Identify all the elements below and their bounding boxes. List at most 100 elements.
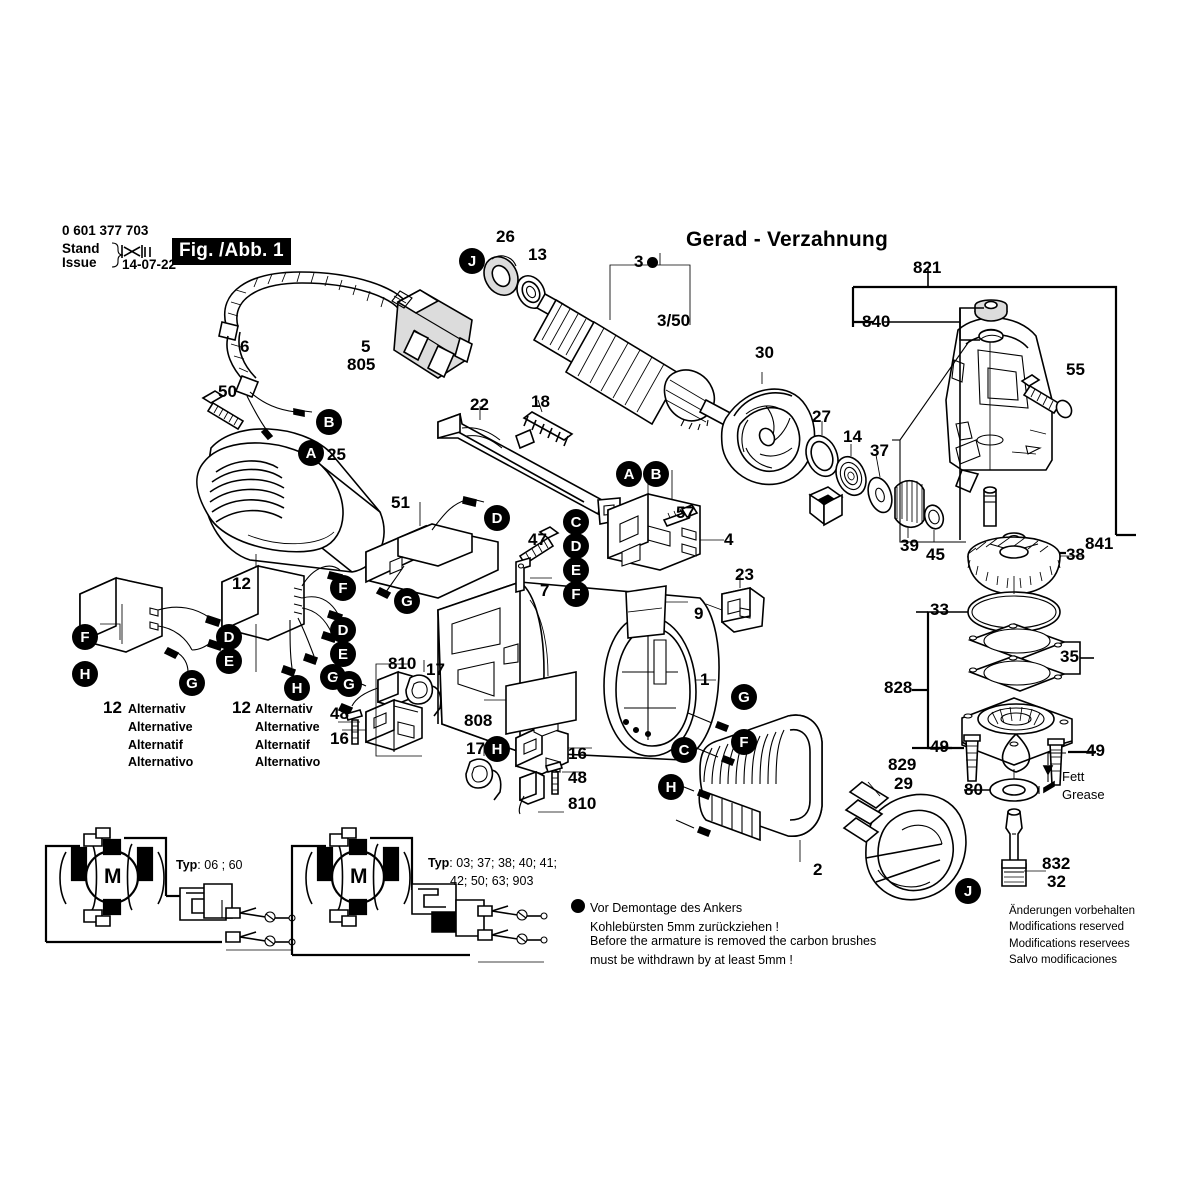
module-51: [365, 496, 499, 600]
letter-g-brush: G: [336, 671, 362, 697]
crown-gear-38: [967, 535, 1082, 595]
callout-38: 38: [1066, 545, 1085, 564]
grease-de: Fett: [1062, 769, 1085, 784]
callout-16-lower: 16: [568, 744, 587, 763]
bullet-icon: [647, 257, 659, 269]
callout-33: 33: [930, 600, 949, 619]
letter-h-left: H: [72, 661, 98, 687]
callout-2: 2: [813, 860, 823, 879]
callout-45: 45: [926, 545, 945, 564]
callout-16-upper: 16: [330, 729, 349, 748]
letter-b-cord: B: [316, 409, 342, 435]
bracket-35: [1064, 641, 1094, 675]
alt-module-left-12: [79, 576, 224, 673]
key-part: [808, 486, 844, 527]
leader-828: [912, 612, 964, 750]
callout-12-left: 12: [103, 698, 122, 717]
armature-assembly: [483, 253, 741, 431]
note-de-line-2: Kohlebürsten 5mm zurückziehen !: [590, 920, 779, 935]
callout-32: 32: [1047, 872, 1066, 891]
callout-12-mid: 12: [232, 574, 251, 593]
callout-57: 57: [676, 503, 695, 522]
note-en-line-1: Before the armature is removed the carbo…: [590, 934, 877, 948]
label-808: [484, 671, 577, 735]
letter-b-switch: B: [643, 461, 669, 487]
callout-51: 51: [391, 493, 410, 512]
alternatives-right-text: Alternativ Alternative Alternatif Altern…: [255, 701, 320, 772]
letter-d-left: D: [216, 624, 242, 650]
schematic-left: [44, 827, 296, 951]
shim-35-a: [967, 623, 1067, 660]
alt-left-line-3: Alternatif: [128, 737, 183, 752]
brush-holder-upper: [337, 660, 442, 757]
callout-5: 5: [361, 337, 371, 356]
callout-27: 27: [812, 407, 831, 426]
brush-holder-lower: [465, 711, 592, 815]
callout-25: 25: [327, 445, 346, 464]
note-de-line-1: Vor Demontage des Ankers: [590, 901, 743, 915]
callout-1: 1: [700, 670, 710, 689]
callout-3-50: 3/50: [657, 311, 691, 330]
callout-808: 808: [464, 711, 493, 730]
callout-35: 35: [1060, 647, 1079, 666]
motor-housing-1: [437, 580, 720, 761]
letter-c-field: C: [671, 737, 697, 763]
schematic-right: [290, 827, 548, 963]
field-coil-2: [698, 714, 823, 862]
callout-55: 55: [1066, 360, 1085, 379]
callout-29: 29: [894, 774, 913, 793]
screw-55: [1020, 374, 1073, 419]
disclaimer-line-3: Modifications reservees: [1009, 937, 1130, 950]
note-german: Vor Demontage des Ankers Kohlebürsten 5m…: [590, 899, 779, 938]
alternatives-left-text: Alternativ Alternative Alternatif Altern…: [128, 701, 193, 772]
letter-f-mid: F: [330, 575, 356, 601]
letter-j-top: J: [459, 248, 485, 274]
callout-37: 37: [870, 441, 889, 460]
callout-4: 4: [724, 530, 734, 549]
callout-828: 828: [884, 678, 913, 697]
alt-right-line-2: Alternative: [255, 719, 320, 734]
letter-j-bottom: J: [955, 878, 981, 904]
letter-h-brush: H: [484, 736, 510, 762]
leader-840: [884, 307, 984, 540]
letter-c-switch: C: [563, 509, 589, 535]
label-9: [625, 585, 688, 639]
letter-d-switch: D: [563, 533, 589, 559]
letter-h-field: H: [658, 774, 684, 800]
motor-label-left: M: [104, 865, 122, 888]
callout-841: 841: [1085, 534, 1114, 553]
letter-g-module: G: [394, 588, 420, 614]
typ-left-values: 06 ; 60: [204, 858, 243, 872]
issue-label: Issue: [62, 255, 97, 270]
field-leads: [673, 712, 736, 838]
letter-f-switch: F: [563, 581, 589, 607]
note-en-line-2: must be withdrawn by at least 5mm !: [590, 953, 793, 968]
disclaimer-line-4: Salvo modificaciones: [1009, 953, 1118, 966]
housing-ref-box: [892, 339, 971, 543]
callout-810-lower: 810: [568, 794, 597, 813]
callout-14: 14: [843, 427, 862, 446]
issue-date: 14-07-22: [122, 257, 177, 272]
motor-label-right: M: [350, 865, 368, 888]
callout-13: 13: [528, 245, 547, 264]
typ-right-values-1: 03; 37; 38; 40; 41;: [456, 856, 558, 870]
callout-50: 50: [218, 382, 237, 401]
switch-4: [607, 470, 724, 571]
gear-head-housing: [945, 317, 1053, 494]
callout-840: 840: [862, 312, 891, 331]
disclaimer-line-1: Änderungen vorbehalten: [1009, 905, 1135, 917]
letter-f-left: F: [72, 624, 98, 650]
callout-39: 39: [900, 536, 919, 555]
flange-828: [961, 697, 1073, 773]
washer-37: [867, 454, 893, 514]
callout-821: 821: [913, 258, 942, 277]
typ-right-values-2: 42; 50; 63; 903: [450, 873, 534, 888]
alt-left-line-2: Alternative: [128, 719, 193, 734]
callout-9: 9: [694, 604, 704, 623]
alt-right-line-3: Alternatif: [255, 737, 310, 752]
screw-57: [662, 504, 699, 527]
clip-23: [705, 576, 765, 633]
callout-17-lower: 17: [466, 739, 485, 758]
housing-cover-25: [196, 428, 385, 573]
